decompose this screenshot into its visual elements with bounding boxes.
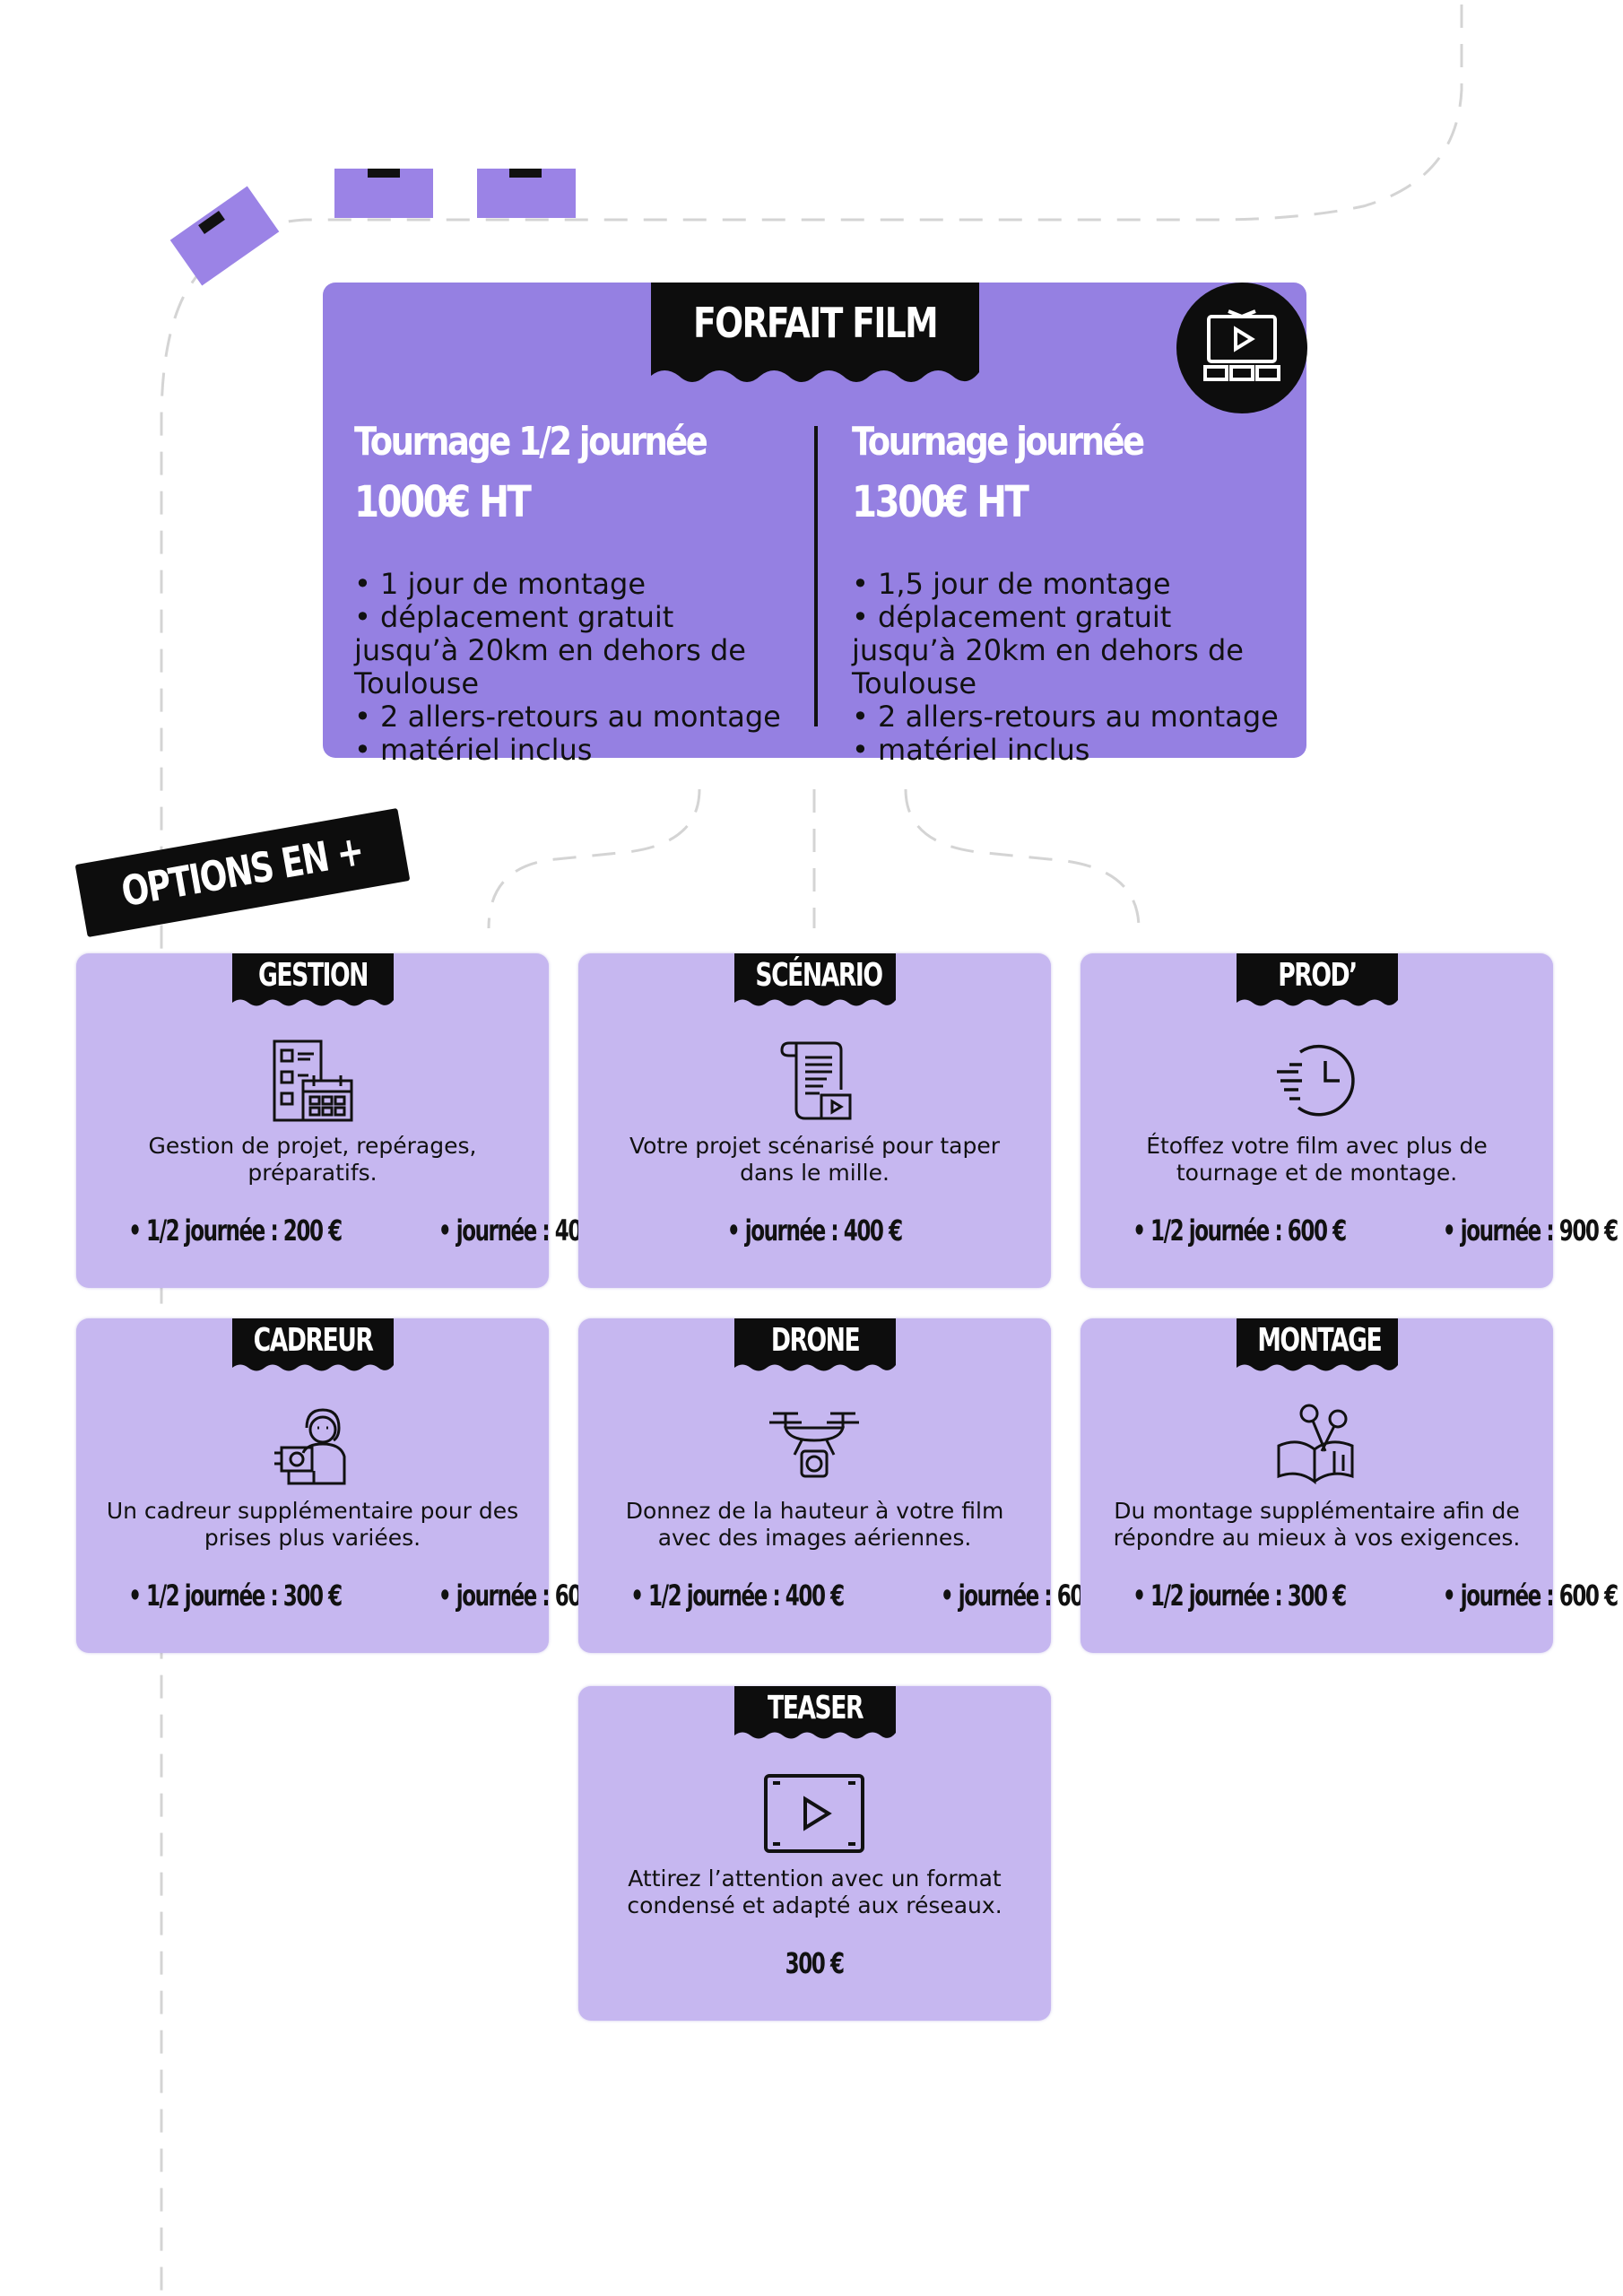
tape-mark [509,169,542,178]
script-scroll-icon [780,1041,852,1120]
option-card-drone: DRONE Donnez de la hauteur à votre film … [578,1318,1116,1653]
feature-item: 1 jour de montage [354,568,785,601]
tape-mark [368,169,400,178]
half-day-features: 1 jour de montage déplacement gratuit ju… [354,568,785,767]
card-prices: • 1/2 journée : 600 € • journée : 900 € [1081,1213,1619,1248]
column-divider [814,426,818,726]
card-prices: 300 € [578,1946,1051,1980]
feature-item: 2 allers-retours au montage [354,700,785,734]
price-full-day: • journée : 900 € [1442,1213,1619,1248]
price-full-day: • journée : 400 € [727,1213,903,1248]
forfait-title: FORFAIT FILM [692,299,939,347]
scissors-film-icon [1277,1404,1354,1485]
play-screen-icon [764,1774,864,1853]
option-card-teaser: TEASER Attirez l’attention avec un forma… [578,1686,1051,2021]
option-card-prod: PROD’ Étoffez votre film avec plus de to… [1081,953,1619,1288]
card-title: MONTAGE [1257,1322,1382,1359]
feature-item: 2 allers-retours au montage [852,700,1282,734]
feature-item: déplacement gratuit jusqu’à 20km en deho… [354,601,785,700]
card-prices: • 1/2 journée : 200 €• journée : 400 € [76,1213,614,1248]
half-day-title: Tournage 1/2 journée [354,419,708,465]
card-tag: CADREUR [232,1318,394,1374]
card-tag: DRONE [734,1318,896,1374]
checklist-calendar-icon [273,1039,353,1122]
forfait-banner: FORFAIT FILM [651,283,979,382]
card-title: DRONE [770,1322,861,1359]
option-card-montage: MONTAGE Du montage supplémentaire afin d… [1081,1318,1619,1653]
price-half-day: • 1/2 journée : 600 € [1133,1213,1347,1248]
card-description: Un cadreur supplémentaire pour des prise… [106,1498,519,1551]
fast-clock-icon [1277,1045,1355,1117]
price-half-day: • 1/2 journée : 300 € [128,1578,343,1613]
card-title: GESTION [258,957,369,994]
drone-icon [769,1412,859,1478]
full-day-features: 1,5 jour de montage déplacement gratuit … [852,568,1282,767]
video-monitor-icon [1176,283,1307,413]
card-description: Étoffez votre film avec plus de tournage… [1146,1133,1488,1186]
card-tag: MONTAGE [1237,1318,1398,1374]
card-title: PROD’ [1278,957,1358,994]
card-prices: • journée : 400 € [578,1213,1051,1248]
price-half-day: • 1/2 journée : 200 € [128,1213,343,1248]
feature-item: déplacement gratuit jusqu’à 20km en deho… [852,601,1282,700]
card-prices: • 1/2 journée : 400 €• journée : 600 € [578,1578,1116,1613]
camera-operator-icon [274,1408,346,1485]
feature-item: 1,5 jour de montage [852,568,1282,601]
card-tag: SCÉNARIO [734,953,896,1009]
price-half-day: • 1/2 journée : 400 € [630,1578,845,1613]
price-full-day: • journée : 600 € [1442,1578,1619,1613]
full-day-title: Tournage journée [852,419,1145,465]
card-description: Du montage supplémentaire afin de répond… [1113,1498,1521,1551]
card-tag: TEASER [734,1686,896,1742]
card-description: Donnez de la hauteur à votre film avec d… [625,1498,1004,1551]
feature-item: matériel inclus [354,734,785,767]
card-title: SCÉNARIO [755,957,883,994]
card-title: CADREUR [253,1322,374,1359]
card-description: Attirez l’attention avec un format conde… [627,1866,1002,1918]
half-day-price: 1000€ HT [354,477,532,527]
forfait-film-card: FORFAIT FILM Tournage 1/2 journée 1000€ … [323,283,1306,767]
card-tag: GESTION [232,953,394,1009]
feature-item: matériel inclus [852,734,1282,767]
half-day-column: Tournage 1/2 journée 1000€ HT 1 jour de … [354,417,785,767]
option-card-gestion: GESTION Gestion de projet, repérages, pr… [76,953,614,1288]
option-card-scenario: SCÉNARIO Votre projet scénarisé pour tap… [578,953,1051,1288]
full-day-price: 1300€ HT [852,477,1029,527]
price-flat: 300 € [785,1946,845,1980]
card-prices: • 1/2 journée : 300 € • journée : 600 € [1081,1578,1619,1613]
option-card-cadreur: CADREUR Un cadreur supplémentaire pour d… [76,1318,614,1653]
card-title: TEASER [767,1690,864,1726]
card-prices: • 1/2 journée : 300 €• journée : 600 € [76,1578,614,1613]
card-description: Gestion de projet, repérages, préparatif… [148,1133,477,1186]
full-day-column: Tournage journée 1300€ HT 1,5 jour de mo… [852,417,1282,767]
card-tag: PROD’ [1237,953,1398,1009]
price-half-day: • 1/2 journée : 300 € [1133,1578,1347,1613]
card-description: Votre projet scénarisé pour taper dans l… [629,1133,1001,1186]
